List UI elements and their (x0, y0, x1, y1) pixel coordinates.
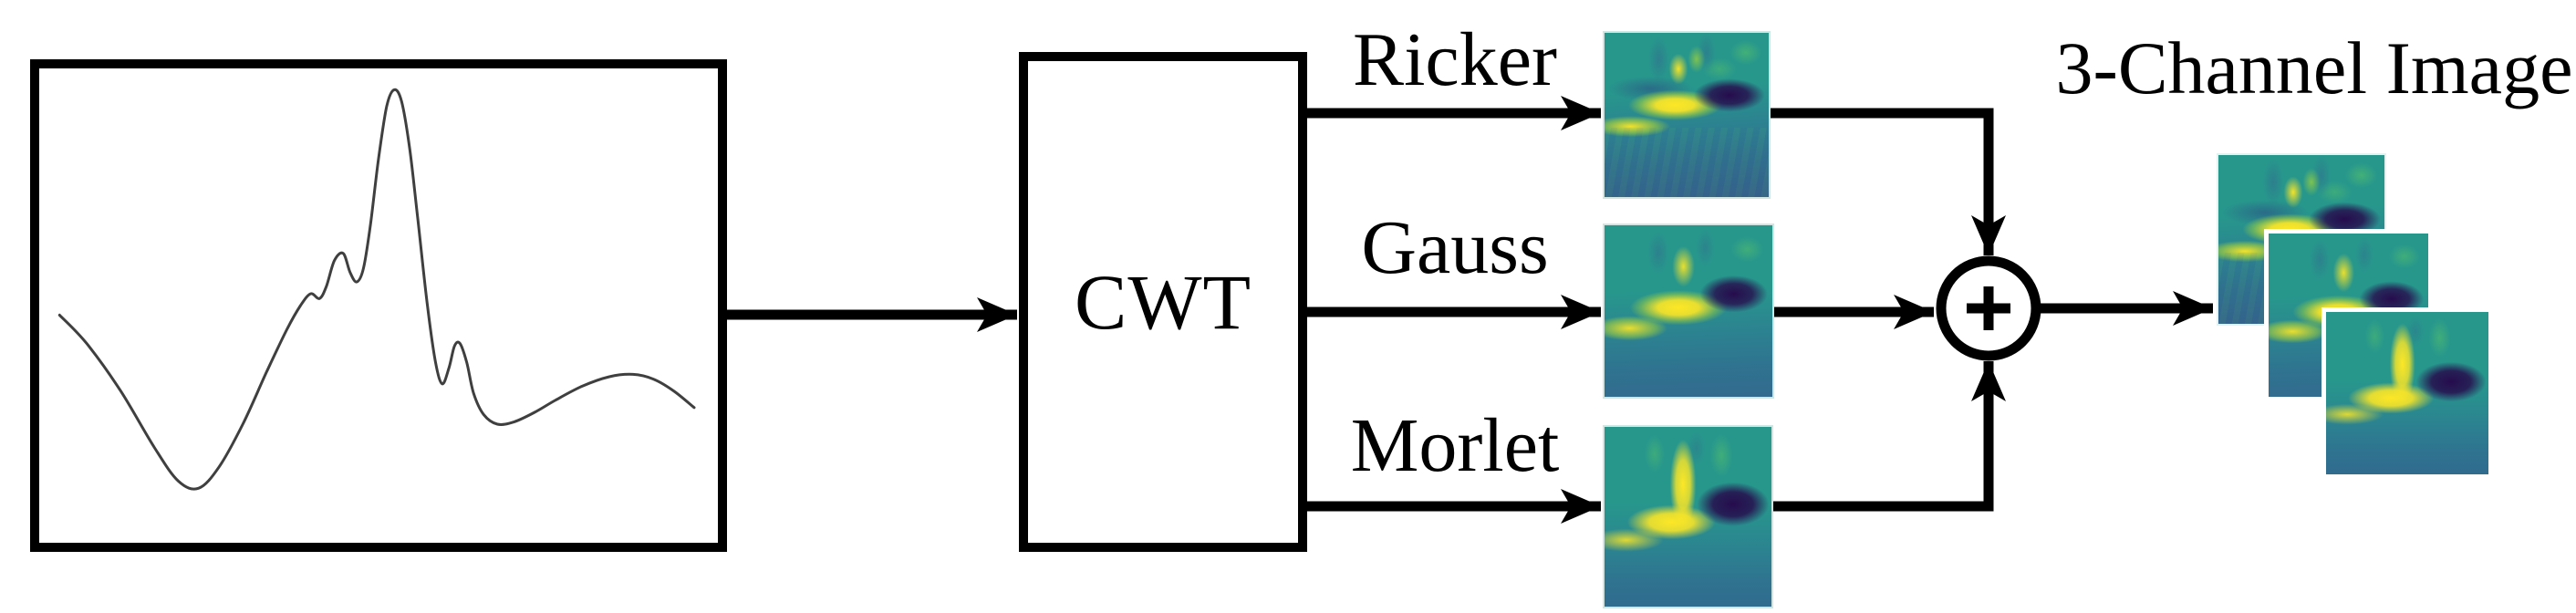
cwt-box: CWT (1019, 52, 1307, 552)
waveform-curve (57, 88, 696, 491)
input-signal-box (30, 59, 727, 552)
cwt-box-label: CWT (1074, 258, 1252, 346)
label-gauss: Gauss (1361, 205, 1549, 290)
arrow-morlet-to-sum (1773, 361, 2006, 512)
arrow-ricker-to-sum (1771, 108, 2006, 255)
three-channel-image-title: 3-Channel Image (2055, 26, 2573, 109)
plus-icon (1967, 286, 2010, 330)
gauss-scalogram-image (1603, 223, 1774, 399)
sum-node-circle (1936, 255, 2041, 361)
input-signal-waveform (57, 88, 696, 491)
ricker-scalogram-image (1603, 31, 1771, 199)
morlet-scalogram-image (1603, 425, 1773, 608)
label-ricker: Ricker (1353, 17, 1557, 102)
stacked-channel-3-image (2322, 307, 2493, 479)
label-morlet: Morlet (1350, 403, 1560, 488)
